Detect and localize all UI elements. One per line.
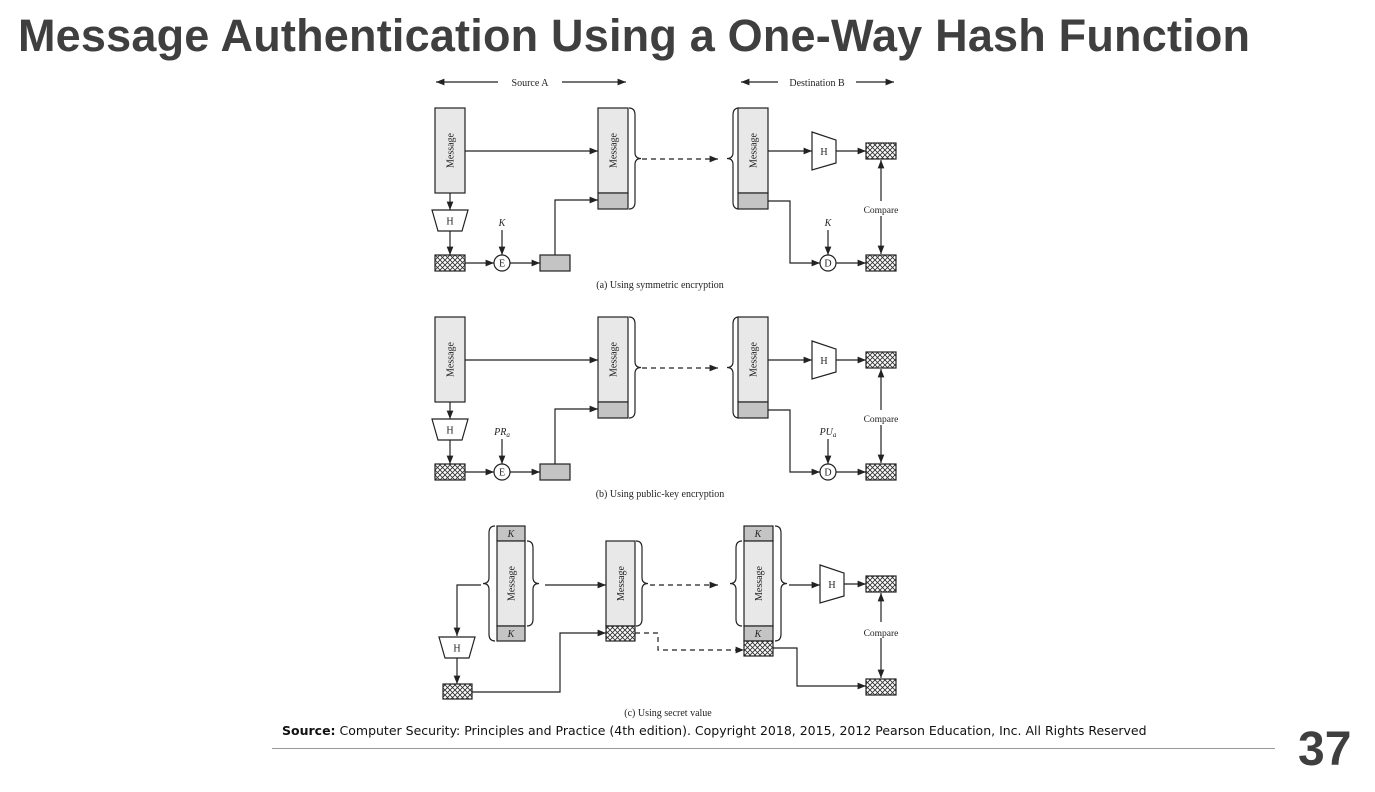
- panel-caption: (c) Using secret value: [624, 708, 712, 719]
- destination-b-label: Destination B: [789, 78, 845, 89]
- brace: [526, 540, 540, 627]
- hash-label: H: [828, 580, 835, 591]
- source-text: Computer Security: Principles and Practi…: [335, 723, 1147, 738]
- encrypt-circle-label: E: [499, 468, 505, 479]
- page-number: 37: [1298, 723, 1352, 776]
- arrow: [453, 584, 481, 636]
- decryption-key-label: K: [824, 218, 833, 229]
- hash-function-icon: [438, 636, 476, 659]
- hash-label: H: [453, 644, 460, 655]
- transmitted-message-box: [597, 107, 629, 194]
- received-mac-box: [737, 401, 769, 419]
- received-message-box: [737, 107, 769, 194]
- arrow: [768, 409, 820, 476]
- message-label: Message: [749, 341, 760, 377]
- hash-value-box: [865, 351, 897, 369]
- received-hash-box: [743, 640, 774, 657]
- hash-function-icon: [811, 340, 837, 380]
- message-label: Message: [446, 132, 457, 168]
- hash-value-box: [865, 678, 897, 696]
- hash-value-box: [865, 254, 897, 272]
- brace: [635, 540, 649, 627]
- key-subscript: a: [833, 431, 837, 439]
- brace: [729, 540, 743, 627]
- transmitted-mac-box: [597, 192, 629, 210]
- source-citation: Source: Computer Security: Principles an…: [282, 723, 1147, 738]
- brace: [726, 316, 740, 419]
- hash-function-icon: [431, 418, 469, 441]
- message-label: Message: [609, 132, 620, 168]
- hash-function-icon: [431, 209, 469, 232]
- encryption-key-label: K: [498, 218, 507, 229]
- brace: [482, 525, 496, 642]
- key-subscript: a: [506, 431, 510, 439]
- received-mac-box: [737, 192, 769, 210]
- decrypt-circle-label: D: [824, 259, 831, 270]
- arrow: [554, 405, 598, 464]
- hash-label: H: [820, 147, 827, 158]
- hash-label: H: [820, 356, 827, 367]
- key-label: K: [507, 629, 516, 640]
- decryption-key-label: PUa: [819, 427, 837, 439]
- received-message-box: [737, 316, 769, 403]
- secret-key-box: [496, 625, 526, 642]
- key-label: K: [754, 529, 763, 540]
- arrow: [554, 196, 598, 255]
- arrow: [773, 647, 866, 690]
- brace: [726, 107, 740, 210]
- hash-value-box: [865, 575, 897, 593]
- hash-value-box: [442, 683, 473, 700]
- key-name: PR: [493, 427, 506, 438]
- footer-divider: [272, 748, 1275, 749]
- hash-value-box: [865, 142, 897, 160]
- transmitted-message-box: [605, 540, 636, 627]
- hash-label: H: [446, 426, 453, 437]
- panel-caption: (a) Using symmetric encryption: [596, 280, 723, 291]
- source-a-label: Source A: [512, 78, 550, 89]
- panel-caption: (b) Using public-key encryption: [596, 489, 725, 500]
- message-label: Message: [609, 341, 620, 377]
- key-name: PU: [819, 427, 834, 438]
- slide-title: Message Authentication Using a One-Way H…: [18, 10, 1251, 61]
- encrypted-hash-box: [539, 254, 571, 272]
- hash-value-box: [434, 254, 466, 272]
- compare-label: Compare: [864, 415, 899, 425]
- arrow: [768, 200, 820, 267]
- transmitted-message-box: [597, 316, 629, 403]
- source-label: Source:: [282, 723, 336, 738]
- key-label: K: [507, 529, 516, 540]
- message-label: Message: [446, 341, 457, 377]
- key-name: K: [824, 218, 833, 229]
- hash-function-icon: [811, 131, 837, 171]
- key-label: K: [754, 629, 763, 640]
- hash-label: H: [446, 217, 453, 228]
- message-label: Message: [754, 565, 765, 601]
- message-label: Message: [507, 565, 518, 601]
- compare-label: Compare: [864, 206, 899, 216]
- encryption-key-label: PRa: [493, 427, 510, 439]
- hash-dashed-arrow: [635, 632, 744, 654]
- transmitted-hash-box: [605, 625, 636, 642]
- arrow: [472, 629, 606, 693]
- source-message-box: [434, 316, 466, 403]
- hash-value-box: [434, 463, 466, 481]
- encrypted-hash-box: [539, 463, 571, 481]
- decrypt-circle-label: D: [824, 468, 831, 479]
- key-name: K: [498, 218, 507, 229]
- brace: [774, 525, 788, 642]
- brace: [628, 107, 642, 210]
- compare-label: Compare: [864, 629, 899, 639]
- brace: [628, 316, 642, 419]
- transmitted-mac-box: [597, 401, 629, 419]
- encrypt-circle-label: E: [499, 259, 505, 270]
- message-label: Message: [616, 565, 627, 601]
- hash-value-box: [865, 463, 897, 481]
- message-label: Message: [749, 132, 760, 168]
- hash-function-icon: [819, 564, 845, 604]
